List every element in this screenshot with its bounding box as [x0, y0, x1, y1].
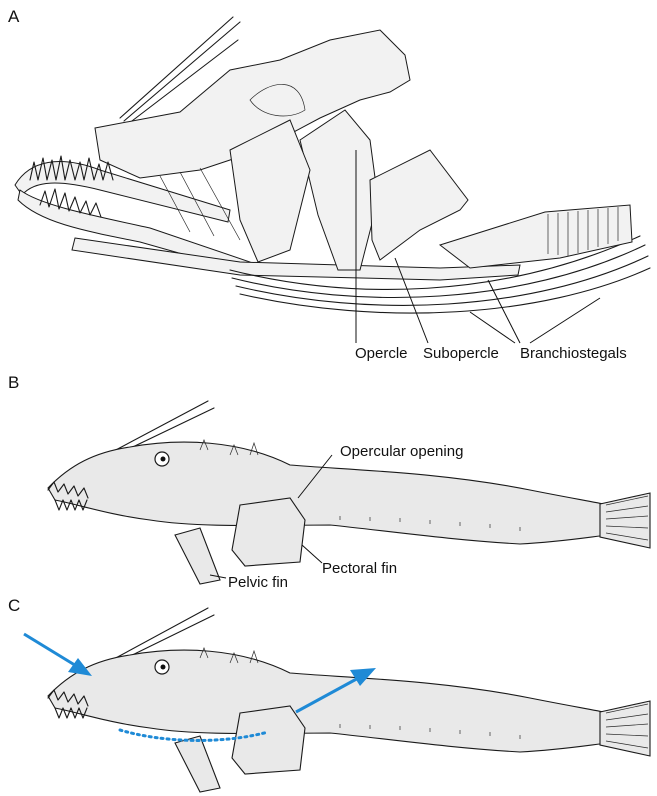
opercle-bone — [300, 110, 378, 270]
skull-illustration — [15, 17, 650, 313]
pectoral-fin-b — [232, 498, 305, 566]
leader-branchiostegals-3 — [470, 312, 515, 343]
pectoral-radials — [440, 205, 632, 268]
label-opercle: Opercle — [355, 345, 408, 362]
fish-body — [48, 650, 608, 752]
panel-c: C — [8, 596, 650, 792]
pelvic-fin-c — [175, 736, 220, 792]
panel-letter-a: A — [8, 7, 20, 26]
panel-letter-c: C — [8, 596, 20, 615]
leader-pectoral-fin — [302, 545, 322, 563]
inflow-arrow — [24, 634, 92, 676]
fish-body — [48, 442, 608, 544]
pupil-b — [161, 457, 166, 462]
panel-b: B Opercular opening Pectoral fin Pelvic … — [8, 373, 650, 591]
leader-branchiostegals-2 — [530, 298, 600, 343]
label-pectoral-fin: Pectoral fin — [322, 560, 397, 577]
label-opercular-opening: Opercular opening — [340, 443, 463, 460]
label-pelvic-fin: Pelvic fin — [228, 574, 288, 591]
fish-illustration-c — [48, 608, 650, 792]
label-branchiostegals: Branchiostegals — [520, 345, 627, 362]
fish-illustration-b — [48, 401, 650, 584]
pupil-c — [161, 665, 166, 670]
leader-branchiostegals-1 — [488, 280, 520, 343]
label-subopercle: Subopercle — [423, 345, 499, 362]
panel-a: A — [8, 7, 650, 362]
panel-letter-b: B — [8, 373, 19, 392]
pectoral-fin-c — [232, 706, 305, 774]
